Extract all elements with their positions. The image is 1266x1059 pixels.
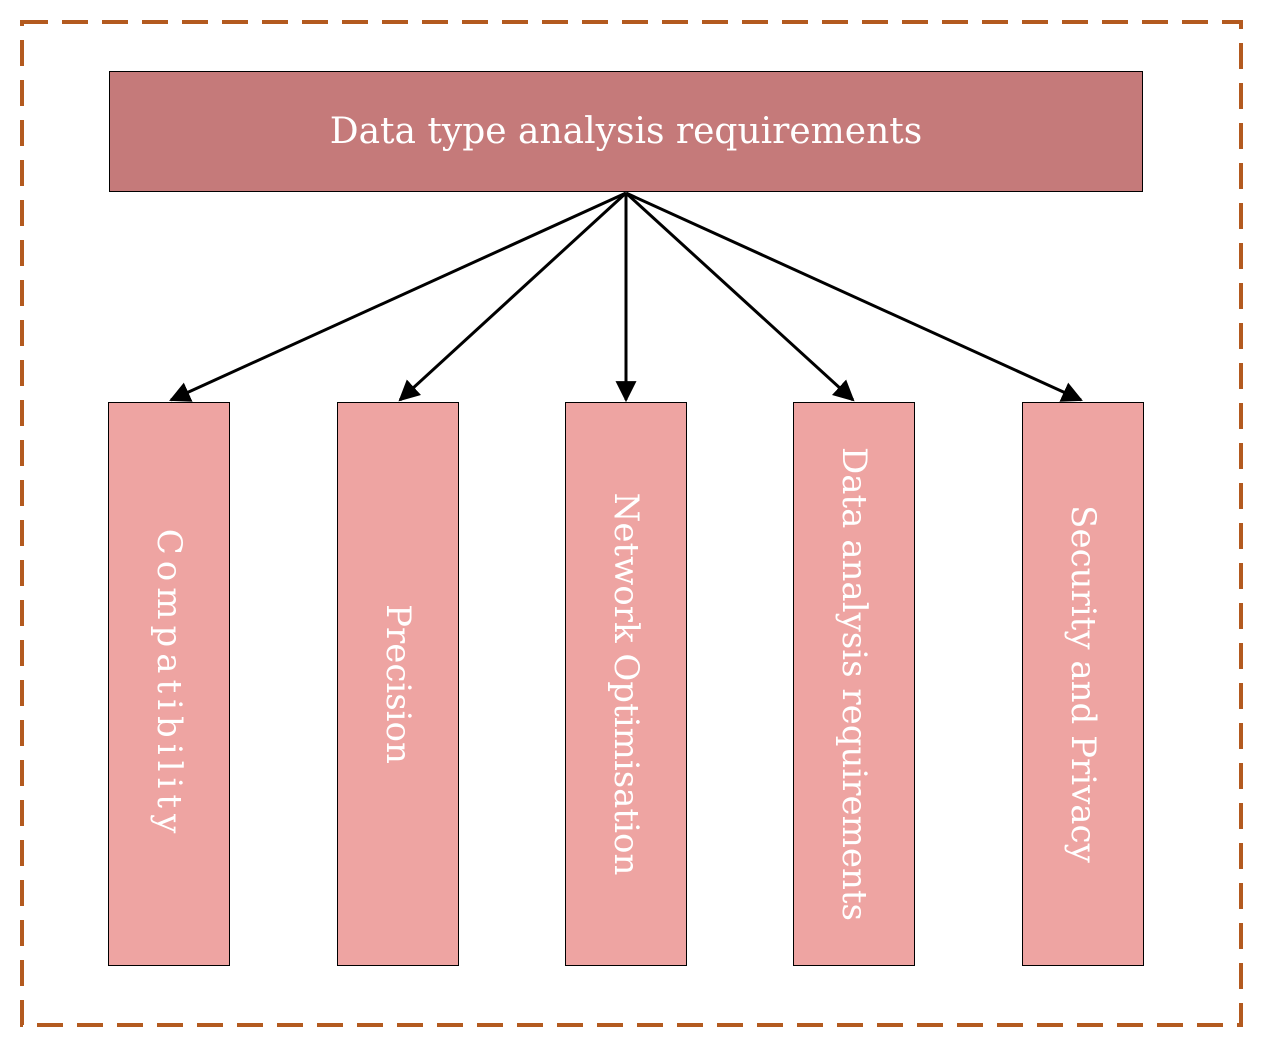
arrow-to-precision [398, 191, 628, 402]
arrow-to-data-analysis-requirements [624, 191, 855, 402]
child-node-compatibility: Compatibility [108, 402, 230, 966]
child-node-precision: Precision [337, 402, 459, 966]
dashed-border-frame [20, 20, 1243, 1027]
root-node-label: Data type analysis requirements [329, 111, 923, 152]
root-node-box: Data type analysis requirements [109, 71, 1143, 192]
arrow-to-compatibility [169, 191, 627, 402]
child-node-label: Network Optimisation [606, 492, 646, 876]
child-node-label: Precision [378, 604, 418, 764]
child-node-network-optimisation: Network Optimisation [565, 402, 687, 966]
arrow-to-security-and-privacy [625, 191, 1083, 402]
child-node-label: Security and Privacy [1063, 505, 1103, 863]
child-node-security-and-privacy: Security and Privacy [1022, 402, 1144, 966]
connector-arrows [169, 191, 1083, 403]
child-node-label: Compatibility [149, 528, 189, 840]
child-node-label: Data analysis requirements [834, 446, 874, 922]
child-node-data-analysis-requirements: Data analysis requirements [793, 402, 915, 966]
